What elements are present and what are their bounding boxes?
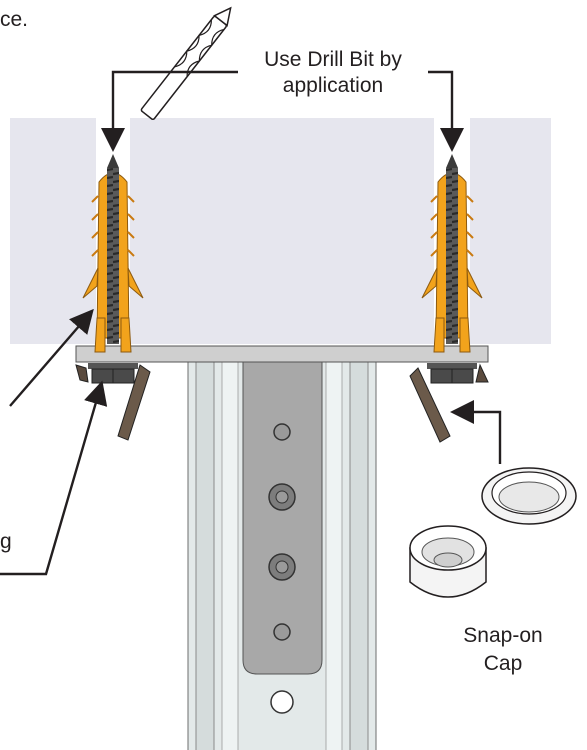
- snap-on-cap-icon: [409, 467, 577, 598]
- post-hole: [270, 690, 294, 714]
- snap-on-cap-label-line2: Cap: [483, 652, 523, 675]
- left-label-fragment: g: [0, 530, 12, 553]
- base-plate: [75, 345, 489, 363]
- drill-bit-icon: [140, 6, 232, 121]
- post: [187, 361, 377, 750]
- drill-bit-label-line2: application: [282, 74, 384, 97]
- drill-leader-left: [101, 70, 238, 152]
- snap-on-cap-label: Snap-on Cap: [441, 622, 565, 678]
- cap-leader: [450, 400, 502, 464]
- cap-flap-right: [409, 367, 451, 443]
- top-left-text: ce.: [0, 8, 29, 31]
- mounting-strap: [242, 361, 323, 675]
- snap-on-cap-label-line1: Snap-on: [463, 624, 543, 647]
- nut-leader-left: [0, 380, 108, 576]
- strap-hole: [273, 423, 291, 441]
- wall: [10, 118, 551, 344]
- drill-bit-label-line1: Use Drill Bit by: [264, 48, 402, 71]
- strap-hole: [273, 623, 291, 641]
- cap-flap-right: [475, 363, 489, 383]
- nut-left: [88, 363, 138, 384]
- nut-right: [427, 363, 477, 384]
- drill-leader-right: [428, 70, 464, 152]
- anchor-leader-left: [9, 308, 94, 407]
- drill-bit-label: Use Drill Bit by application: [238, 47, 428, 99]
- cap-flap-left: [75, 364, 89, 383]
- cap-flap-left: [117, 364, 151, 441]
